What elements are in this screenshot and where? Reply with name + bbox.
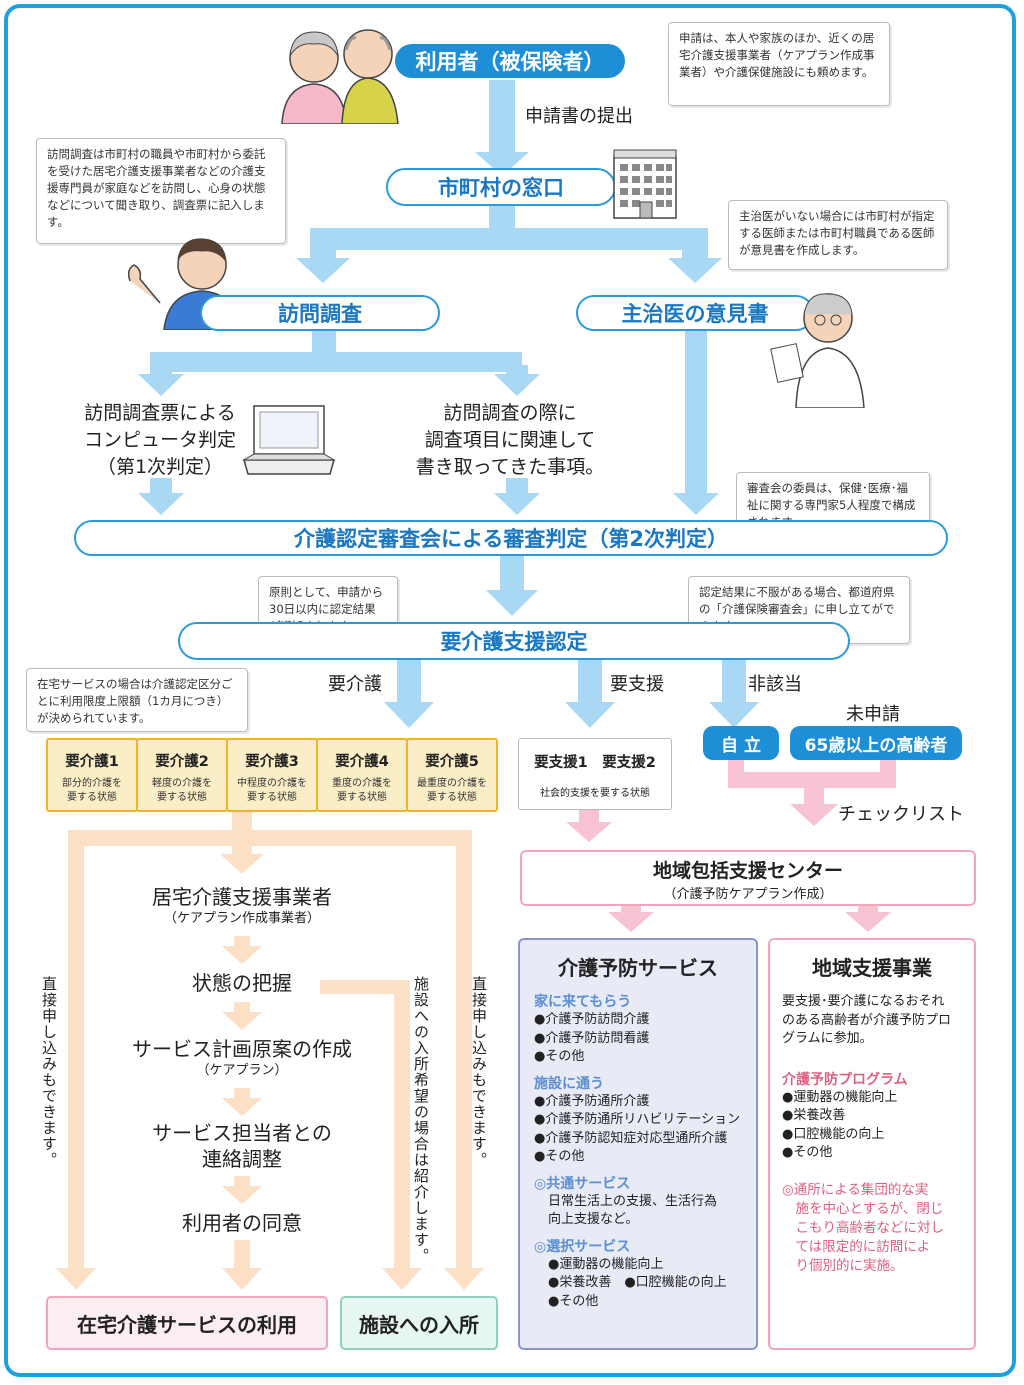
application-label: 申請書の提出 bbox=[525, 106, 633, 127]
label-mishinsei: 未申請 bbox=[846, 704, 900, 725]
facility-box: 施設への入所 bbox=[340, 1296, 498, 1350]
elderly-couple-icon bbox=[276, 20, 406, 125]
direct-right-text: 直接申し込みもできます。 bbox=[470, 976, 488, 1168]
support-levels-box: 要支援1 要支援2 社会的支援を要する状態 bbox=[518, 738, 672, 810]
building-icon bbox=[610, 148, 680, 220]
doctor-icon bbox=[770, 282, 870, 409]
survey-notes-text: 訪問調査の際に 調査項目に関連して 書き取ってきた事項。 bbox=[415, 402, 605, 478]
committee-node: 介護認定審査会による審査判定（第2次判定） bbox=[74, 520, 948, 556]
label-shien: 要支援 bbox=[610, 674, 664, 695]
first-judgement-text: 訪問調査票による コンピュータ判定 （第1次判定） bbox=[83, 402, 236, 478]
home-service-box: 在宅介護サービスの利用 bbox=[46, 1296, 328, 1350]
regional-center-box: 地域包括支援センター （介護予防ケアプラン作成） bbox=[520, 850, 976, 906]
facility-note-text: 施設への入所希望の場合は紹介します。 bbox=[412, 976, 430, 1264]
jiritsu-node: 自 立 bbox=[703, 726, 779, 760]
regional-support-panel: 地域支援事業 要支援･要介護になるおそれ のある高齢者が介護予防プロ グラムに参… bbox=[768, 938, 976, 1350]
outer-frame bbox=[4, 4, 1016, 1377]
coordination-step: サービス担当者との 連絡調整 bbox=[152, 1121, 332, 1171]
note-limit: 在宅サービスの場合は介護認定区分ごとに利用限度上限額（1カ月につき）が決められて… bbox=[26, 668, 248, 732]
laptop-icon bbox=[240, 402, 338, 478]
user-node: 利用者（被保険者） bbox=[395, 44, 625, 78]
grasp-step: 状態の把握 bbox=[192, 971, 292, 995]
label-kaigo: 要介護 bbox=[328, 674, 382, 695]
plan-step: サービス計画原案の作成 （ケアプラン） bbox=[132, 1037, 352, 1078]
note-application: 申請は、本人や家族のほか、近くの居宅介護支援事業者（ケアプラン作成事業者）や介護… bbox=[668, 22, 890, 106]
direct-left-text: 直接申し込みもできます。 bbox=[40, 976, 58, 1168]
note-doctor: 主治医がいない場合には市町村が指定する医師または市町村職員である医師が意見書を作… bbox=[728, 200, 948, 270]
doctor-opinion-node: 主治医の意見書 bbox=[576, 295, 814, 331]
label-higaitou: 非該当 bbox=[748, 674, 802, 695]
municipal-window-node: 市町村の窓口 bbox=[386, 168, 616, 206]
visit-survey-node: 訪問調査 bbox=[200, 295, 440, 331]
elderly-node: 65歳以上の高齢者 bbox=[790, 726, 962, 760]
certification-node: 要介護支援認定 bbox=[178, 622, 850, 660]
note-visit: 訪問調査は市町村の職員や市町村から委託を受けた居宅介護支援事業者などの介護支援専… bbox=[36, 138, 286, 244]
prevention-service-panel: 介護予防サービス 家に来てもらう ●介護予防訪問介護 ●介護予防訪問看護 ●その… bbox=[518, 938, 758, 1350]
consent-step: 利用者の同意 bbox=[182, 1211, 302, 1235]
care-provider-step: 居宅介護支援事業者 （ケアプラン作成事業者） bbox=[152, 885, 332, 926]
checklist-label: チェックリスト bbox=[838, 804, 964, 825]
